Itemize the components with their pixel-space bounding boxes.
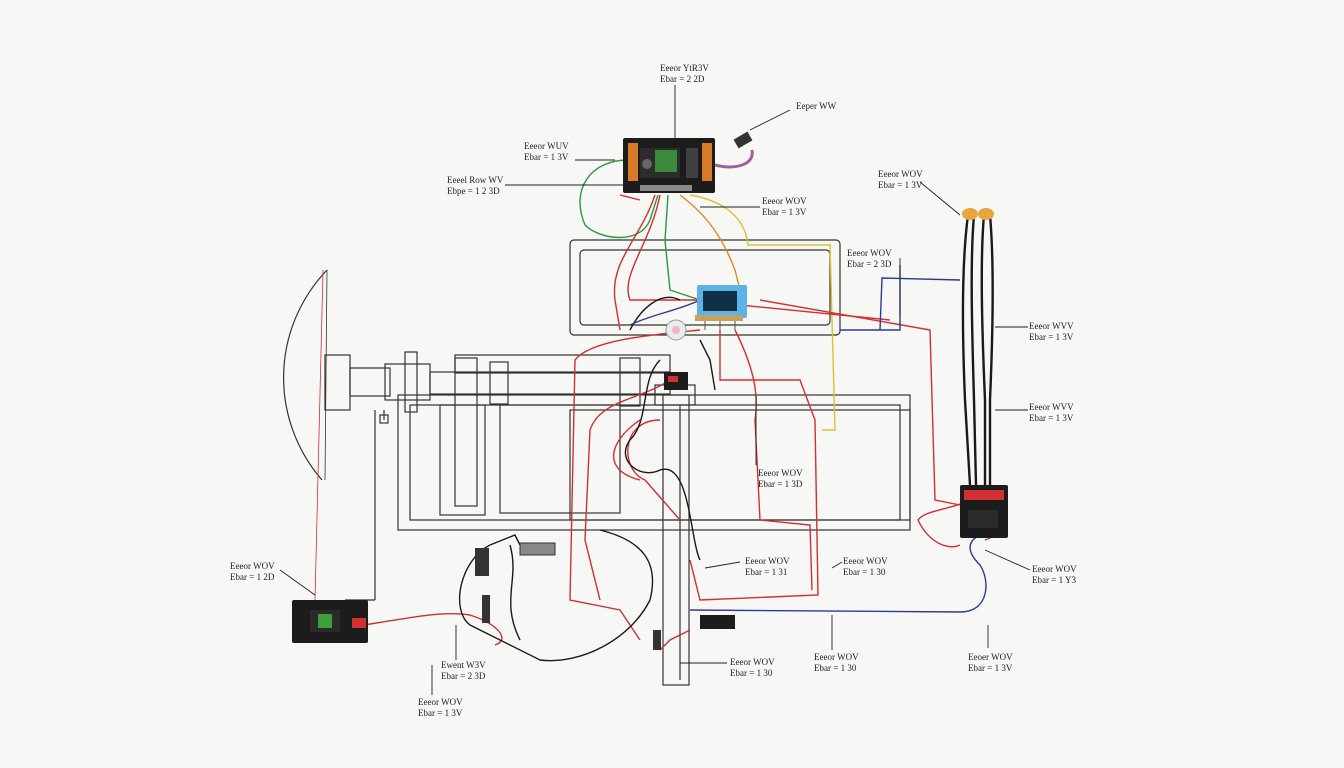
label-line2: Ebar = 1 3V <box>524 152 569 162</box>
label-line1: Eeeor WOV <box>730 657 775 667</box>
label-line1: Eeeor WOV <box>847 248 892 258</box>
label-blue-loop: Eeoer WOV Ebar = 1 3V <box>968 652 1013 674</box>
label-line1: Eeeor WVV <box>1029 321 1074 331</box>
label-line1: Eeeor WOV <box>843 556 888 566</box>
label-line2: Ebar = 2 2D <box>660 74 705 84</box>
wire-green <box>579 159 659 239</box>
label-line2: Ebar = 1 30 <box>814 663 857 673</box>
label-leaders <box>279 85 1031 695</box>
label-center-wires: Eeeor WOV Ebar = 1 3D <box>758 468 803 490</box>
label-line2: Ebar = 1 3V <box>1029 332 1074 342</box>
label-line1: Eeoer WOV <box>968 652 1013 662</box>
label-line2: Ebar = 1 3V <box>1029 413 1074 423</box>
label-line2: Ebar = 1 Y3 <box>1032 575 1076 585</box>
label-line1: Eeeor WOV <box>814 652 859 662</box>
label-red-wires-lower: Eeeor WOV Ebar = 1 30 <box>843 556 888 578</box>
label-line1: Eeeor WOV <box>1032 564 1077 574</box>
label-blue-wire-bottom: Eeeor WOV Ebar = 1 30 <box>814 652 859 674</box>
label-line1: Eeeor WOV <box>418 697 463 707</box>
label-line2: Ebar = 1 30 <box>843 567 886 577</box>
relay-module-right <box>960 485 1008 538</box>
label-bundle-upper: Eeeor WVV Ebar = 1 3V <box>1029 321 1074 343</box>
label-line1: Eeper WW <box>796 101 837 111</box>
label-connector-bottom: Ewent W3V Ebar = 2 3D <box>441 660 486 682</box>
label-line2: Ebar = 1 30 <box>730 668 773 678</box>
cable-bundle <box>961 214 994 486</box>
bundle-end-caps <box>962 208 994 220</box>
label-green-wire: Eeeel Row WV Ebpe = 1 2 3D <box>447 175 503 197</box>
label-line1: Eeeor YtR3V <box>660 63 709 73</box>
label-line2: Ebar = 1 3V <box>762 207 807 217</box>
label-line1: Eeeor WOV <box>758 468 803 478</box>
reflector-arc <box>283 269 328 481</box>
label-line2: Ebar = 1 31 <box>745 567 788 577</box>
wire-black-a <box>458 529 654 662</box>
label-line1: Ewent W3V <box>441 660 486 670</box>
label-line1: Eeeor WOV <box>762 196 807 206</box>
label-bundle-top: Eeeor WOV Ebar = 1 3V <box>878 169 923 191</box>
small-module-column <box>664 372 688 390</box>
round-sensor <box>665 319 687 341</box>
label-relay-module: Eeeor WOV Ebar = 1 Y3 <box>1032 564 1077 586</box>
wire-red-a <box>613 194 656 331</box>
frame-outer <box>397 394 911 531</box>
label-blue-wire-top: Eeeor WOV Ebar = 2 3D <box>847 248 892 270</box>
label-line1: Eeeor WOV <box>230 561 275 571</box>
label-line2: Ebar = 1 2D <box>230 572 275 582</box>
wire-red-main <box>362 612 503 646</box>
wire-orange <box>679 194 741 291</box>
vertical-column <box>662 394 690 686</box>
label-line2: Ebar = 2 3D <box>441 671 486 681</box>
connector-plug-top <box>714 131 754 169</box>
label-bottom-left: Eeeor WOV Ebar = 1 3V <box>418 697 463 719</box>
label-top-plug: Eeper WW <box>796 101 836 112</box>
wire-blue-a <box>689 534 987 613</box>
label-line2: Ebar = 1 3V <box>878 180 923 190</box>
label-column-right: Eeeor WOV Ebar = 1 31 <box>745 556 790 578</box>
label-line2: Ebar = 2 3D <box>847 259 892 269</box>
label-line1: Eeeor WVV <box>1029 402 1074 412</box>
label-line1: Eeeor WUV <box>524 141 569 151</box>
label-board-right: Eeeor WOV Ebar = 1 3V <box>762 196 807 218</box>
label-board-left: Eeeor WUV Ebar = 1 3V <box>524 141 569 163</box>
label-line2: Ebar = 1 3V <box>418 708 463 718</box>
label-battery-box: Eeeor WOV Ebar = 1 2D <box>230 561 275 583</box>
display-module <box>695 285 747 330</box>
label-top-board: Eeeor YtR3V Ebar = 2 2D <box>660 63 709 85</box>
shaft <box>324 354 351 411</box>
label-column-bottom: Eeeor WOV Ebar = 1 30 <box>730 657 775 679</box>
label-line2: Ebar = 1 3V <box>968 663 1013 673</box>
label-line1: Eeeor WOV <box>878 169 923 179</box>
small-connectors-bottom <box>475 542 735 650</box>
label-bundle-lower: Eeeor WVV Ebar = 1 3V <box>1029 402 1074 424</box>
label-line1: Eeeel Row WV <box>447 175 504 185</box>
label-line2: Ebpe = 1 2 3D <box>447 186 500 196</box>
controller-board <box>623 138 715 193</box>
label-line2: Ebar = 1 3D <box>758 479 803 489</box>
battery-box-left <box>292 600 368 643</box>
label-line1: Eeeor WOV <box>745 556 790 566</box>
wire-yellow <box>689 194 836 431</box>
